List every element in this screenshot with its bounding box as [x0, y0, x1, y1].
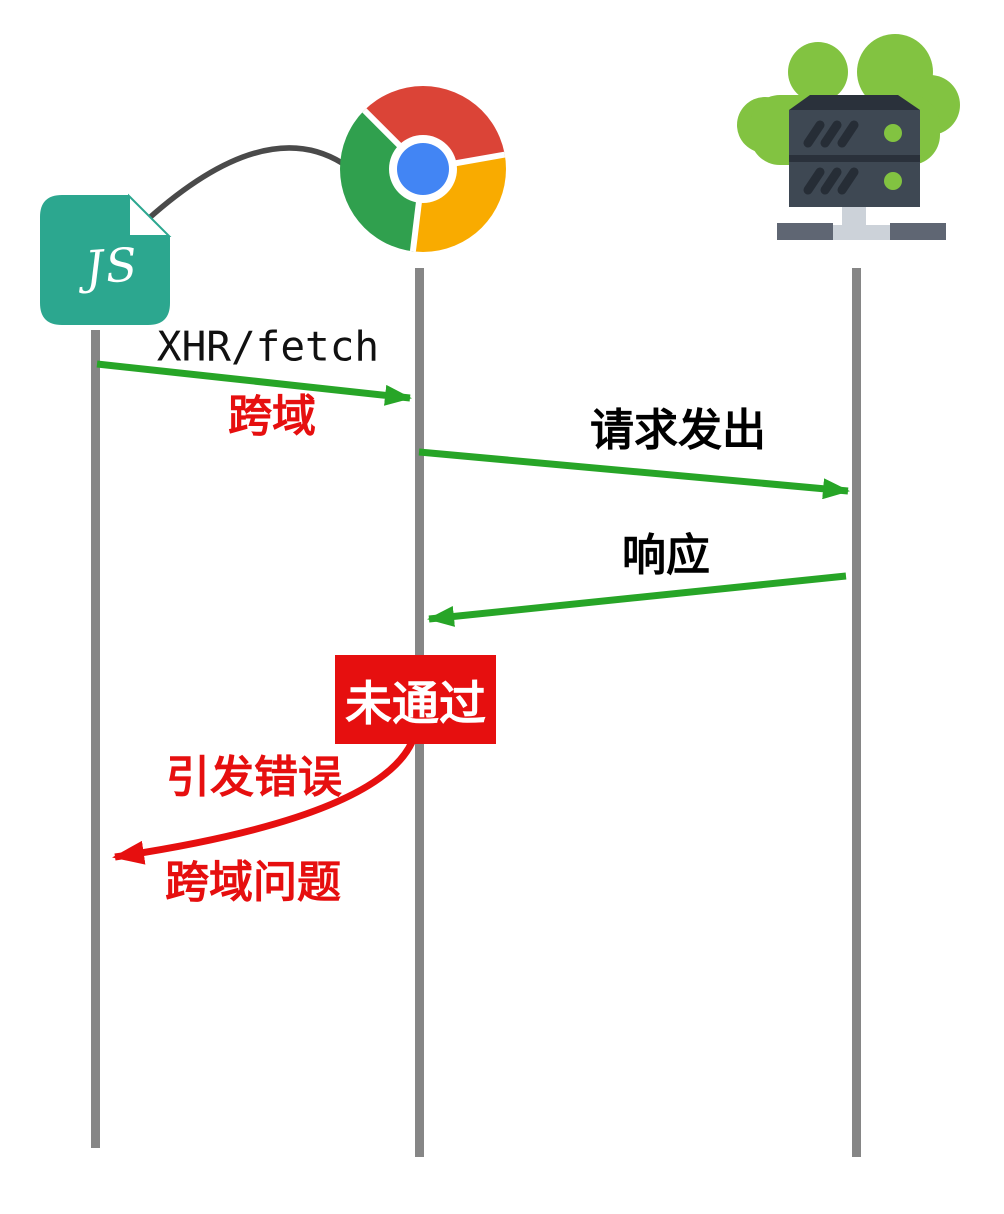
request-arrow [418, 448, 850, 500]
js-lifeline [91, 330, 100, 1148]
page-fold [128, 193, 172, 237]
js-file-icon [40, 193, 172, 325]
not-passed-label: 未通过 [345, 677, 486, 730]
chrome-icon [340, 86, 506, 252]
server-led [884, 124, 902, 142]
request-sent-label: 请求发出 [590, 406, 766, 455]
cross-domain-label: 跨域 [228, 392, 316, 441]
server-cloud-icon [737, 34, 960, 240]
xhr-fetch-label: XHR/fetch [156, 322, 380, 371]
chrome-blue-center [397, 143, 449, 195]
response-label: 响应 [622, 531, 710, 580]
cross-domain-problem-label: 跨域问题 [165, 858, 341, 907]
js-to-browser-connector [145, 145, 344, 223]
server-box [777, 95, 946, 240]
response-arrow [427, 572, 847, 627]
not-passed-badge: 未通过 [335, 655, 496, 744]
server-led [884, 172, 902, 190]
js-file-label: JS [83, 237, 141, 295]
server-lifeline [852, 268, 861, 1157]
raise-error-label: 引发错误 [166, 753, 342, 802]
